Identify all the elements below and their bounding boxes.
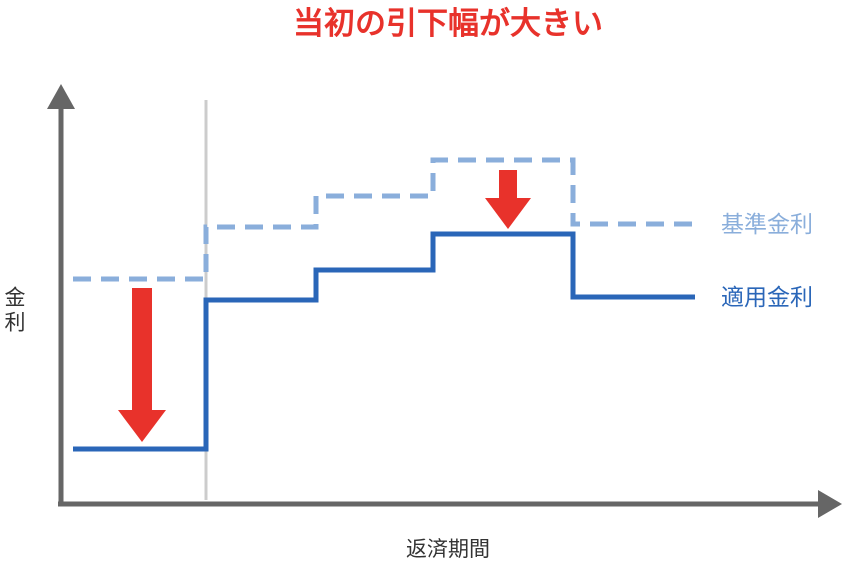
base-rate-label: 基準金利 — [721, 212, 813, 238]
applied-rate-line — [73, 231, 695, 452]
diagram-title: 当初の引下幅が大きい — [293, 6, 603, 42]
base-rate-line — [73, 157, 695, 282]
y-axis-arrowhead — [47, 84, 75, 109]
y-axis-label: 金利 — [2, 286, 26, 336]
applied-rate-label: 適用金利 — [721, 285, 813, 311]
x-axis-arrowhead — [818, 490, 842, 518]
x-axis-label: 返済期間 — [406, 537, 490, 561]
initial-reduction-arrow — [118, 288, 166, 442]
later-reduction-arrow — [485, 170, 531, 229]
